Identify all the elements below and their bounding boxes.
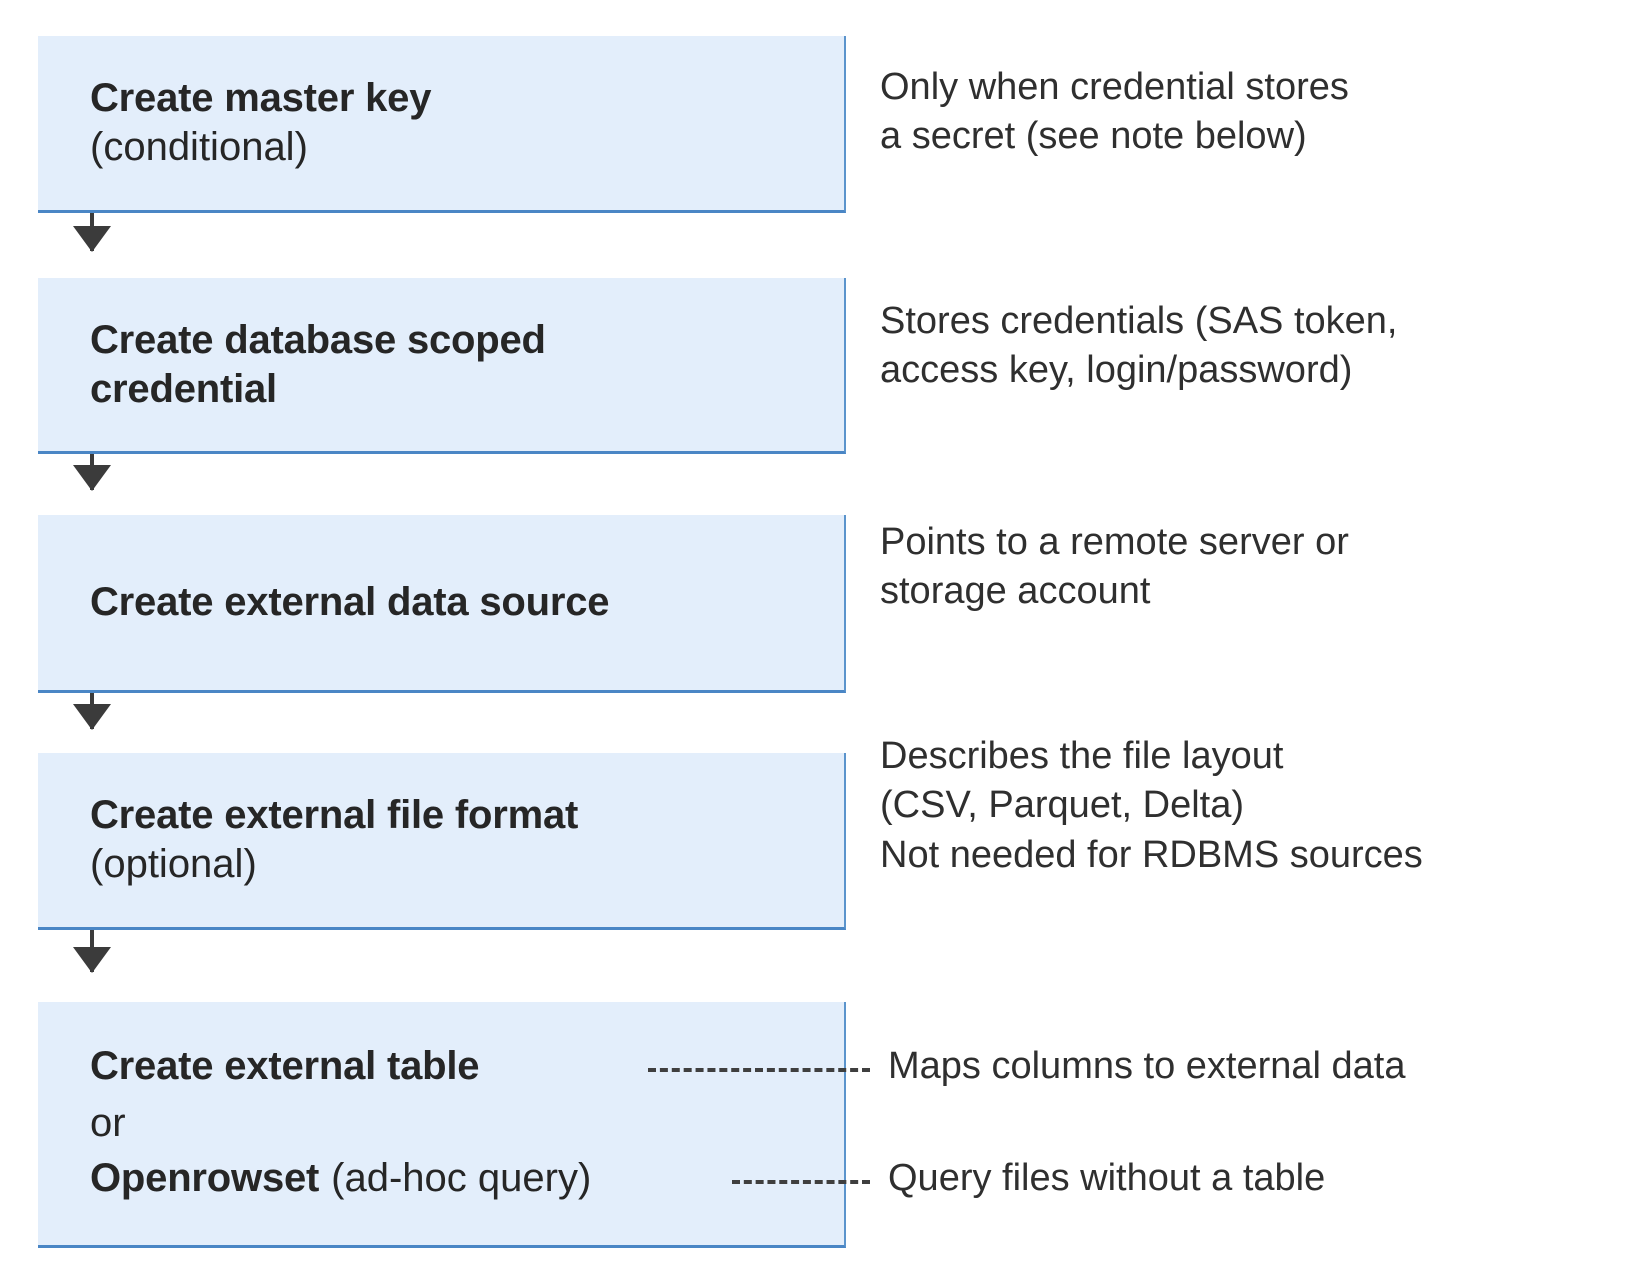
dashed-connector-external-table <box>648 1068 870 1072</box>
step-box-create-external-table-or-openrowset[interactable]: Create external table or Openrowset (ad-… <box>38 1002 846 1248</box>
step-title: Create database scoped credential <box>90 317 546 411</box>
step-title: Create master key <box>90 76 432 121</box>
step-or-label: or <box>90 1100 126 1145</box>
step-note-create-external-data-source: Points to a remote server or storage acc… <box>880 521 1349 613</box>
step-alt-suffix: (ad-hoc query) <box>331 1155 592 1200</box>
step-note-openrowset: Query files without a table <box>888 1157 1326 1199</box>
step-subtitle: (conditional) <box>90 125 308 169</box>
step-note-external-table: Maps columns to external data <box>888 1045 1406 1087</box>
arrow-connector-1 <box>90 213 94 251</box>
step-box-create-master-key[interactable]: Create master key (conditional) <box>38 36 846 213</box>
step-subtitle: (optional) <box>90 842 257 886</box>
step-alt-title: Openrowset <box>90 1155 320 1200</box>
arrow-connector-4 <box>90 930 94 972</box>
step-title: Create external table <box>90 1044 480 1088</box>
step-box-create-external-data-source[interactable]: Create external data source <box>38 515 846 693</box>
step-note-create-master-key: Only when credential stores a secret (se… <box>880 66 1349 158</box>
dashed-connector-openrowset <box>732 1180 870 1184</box>
step-box-create-external-file-format[interactable]: Create external file format (optional) <box>38 753 846 930</box>
step-note-create-external-file-format: Describes the file layout (CSV, Parquet,… <box>880 735 1423 876</box>
step-alt-title-row: Openrowset (ad-hoc query) <box>90 1154 828 1203</box>
step-note-create-database-scoped-credential: Stores credentials (SAS token, access ke… <box>880 300 1398 392</box>
arrow-connector-3 <box>90 693 94 729</box>
arrow-connector-2 <box>90 454 94 490</box>
step-title: Create external file format <box>90 793 579 838</box>
step-box-create-database-scoped-credential[interactable]: Create database scoped credential <box>38 278 846 454</box>
step-title: Create external data source <box>90 580 610 625</box>
